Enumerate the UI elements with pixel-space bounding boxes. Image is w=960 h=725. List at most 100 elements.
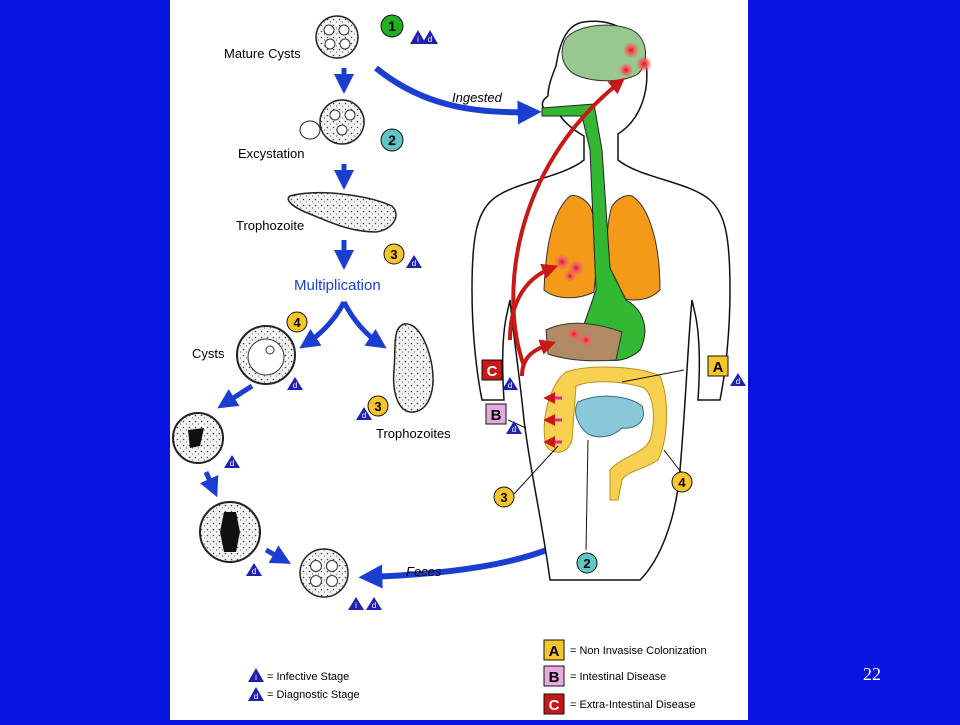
key-b: B = Intestinal Disease: [543, 665, 666, 687]
svg-text:i: i: [355, 601, 357, 610]
label-trophozoite: Trophozoite: [236, 218, 304, 233]
badge-stage-4-body: 4: [671, 471, 693, 493]
svg-text:d: d: [372, 601, 376, 610]
svg-text:1: 1: [388, 18, 396, 34]
svg-text:d: d: [252, 567, 256, 576]
diagnostic-stage-icon: d: [366, 597, 382, 610]
svg-text:= Infective Stage: = Infective Stage: [267, 671, 349, 683]
key-c: C = Extra-Intestinal Disease: [543, 693, 696, 715]
svg-text:4: 4: [293, 315, 301, 330]
svg-text:i: i: [417, 35, 419, 44]
svg-text:d: d: [362, 411, 366, 420]
svg-text:i: i: [255, 673, 257, 682]
svg-text:3: 3: [374, 399, 381, 414]
badge-stage-1: 1: [380, 14, 404, 38]
arrow-to-trophozoites: [341, 300, 387, 349]
diagnostic-stage-icon: d: [224, 455, 240, 468]
trophozoites-cell: [392, 323, 434, 413]
diagnostic-stage-icon: d: [506, 421, 522, 434]
diagram-panel: Mature Cysts 1 i d Excystation 2 Trophoz…: [170, 0, 748, 720]
diagnostic-stage-icon: d: [287, 377, 303, 390]
lung-lesion: [564, 270, 576, 282]
badge-stage-2: 2: [380, 128, 404, 152]
label-excystation: Excystation: [238, 146, 304, 161]
svg-text:4: 4: [678, 475, 686, 490]
slide-number: 22: [863, 664, 881, 684]
badge-stage-4-left: 4: [286, 311, 308, 333]
arrow-to-liver: [520, 339, 557, 377]
svg-text:d: d: [508, 381, 512, 390]
immature-cyst: [236, 325, 296, 385]
svg-text:d: d: [254, 692, 258, 701]
svg-text:C: C: [549, 697, 560, 714]
svg-text:C: C: [487, 363, 498, 380]
svg-text:B: B: [491, 407, 502, 424]
trophozoite-cell: [287, 191, 397, 233]
label-trophozoites: Trophozoites: [376, 426, 451, 441]
diagnostic-stage-icon: d: [406, 255, 422, 268]
svg-text:= Non Invasise Colonization: = Non Invasise Colonization: [570, 645, 707, 657]
svg-text:3: 3: [390, 247, 397, 262]
label-mature-cysts: Mature Cysts: [224, 46, 301, 61]
arrow-cyst-chain-2: [199, 470, 219, 498]
pointer-3: [513, 445, 559, 495]
label-cysts: Cysts: [192, 346, 225, 361]
badge-stage-3-mid: 3: [367, 395, 389, 417]
svg-text:d: d: [512, 425, 516, 434]
brain-lesion: [623, 42, 639, 58]
infective-stage-icon: i: [348, 597, 364, 610]
chromatoid-cyst: [199, 501, 261, 563]
label-multiplication: Multiplication: [294, 277, 381, 294]
diagnostic-stage-icon: d: [502, 377, 518, 390]
svg-text:= Diagnostic Stage: = Diagnostic Stage: [267, 689, 360, 701]
brain-lesion: [636, 56, 652, 72]
life-cycle-diagram: Mature Cysts 1 i d Excystation 2 Trophoz…: [172, 14, 746, 715]
disease-box-a: A: [707, 355, 729, 377]
badge-stage-3-body: 3: [493, 486, 515, 508]
label-feces: Feces: [406, 564, 442, 579]
mature-cyst-top: [315, 15, 359, 59]
pointer-b: [507, 419, 527, 429]
diagnostic-stage-icon: d: [422, 30, 438, 44]
binucleate-cyst: [172, 412, 224, 464]
brain-lesion: [619, 63, 633, 77]
label-ingested: Ingested: [452, 90, 503, 105]
small-intestine: [575, 395, 644, 438]
arrow-cyst-chain-1: [217, 383, 254, 409]
svg-text:d: d: [736, 377, 740, 386]
diagnostic-stage-icon: d: [730, 373, 746, 386]
diagnostic-stage-icon: d: [246, 563, 262, 576]
pointer-a: [621, 369, 685, 383]
badge-stage-2-body: 2: [576, 552, 598, 574]
arrow-to-brain: [511, 77, 625, 367]
arrow-cyst-chain-3: [264, 545, 291, 564]
pointer-2: [585, 439, 589, 551]
svg-text:3: 3: [500, 490, 507, 505]
badge-stage-3-top: 3: [383, 243, 405, 265]
svg-text:d: d: [428, 35, 432, 44]
disease-box-b: B: [485, 403, 507, 425]
diagnostic-stage-icon: d: [356, 407, 372, 420]
key-diagnostic-stage: d = Diagnostic Stage: [248, 687, 360, 701]
infective-stage-icon: i: [410, 30, 426, 44]
svg-text:A: A: [713, 359, 724, 376]
arrow-to-lung: [508, 263, 558, 341]
key-a: A = Non Invasise Colonization: [543, 639, 707, 661]
arrow-to-cysts: [299, 300, 347, 349]
mature-cyst-bottom: [299, 548, 349, 598]
svg-text:A: A: [549, 643, 560, 660]
disease-box-c: C: [481, 359, 503, 381]
key-infective-stage: i = Infective Stage: [248, 668, 349, 683]
svg-text:= Extra-Intestinal Disease: = Extra-Intestinal Disease: [570, 699, 696, 711]
svg-text:2: 2: [583, 556, 590, 571]
svg-text:2: 2: [388, 132, 396, 148]
lung-lesion: [554, 254, 570, 270]
svg-text:B: B: [549, 669, 560, 686]
svg-text:= Intestinal Disease: = Intestinal Disease: [570, 671, 666, 683]
svg-text:d: d: [293, 381, 297, 390]
svg-text:d: d: [412, 259, 416, 268]
liver-lesion: [579, 333, 593, 347]
arrow-ingested: [374, 65, 542, 125]
svg-text:d: d: [230, 459, 234, 468]
excystation-cyst: [299, 99, 365, 145]
